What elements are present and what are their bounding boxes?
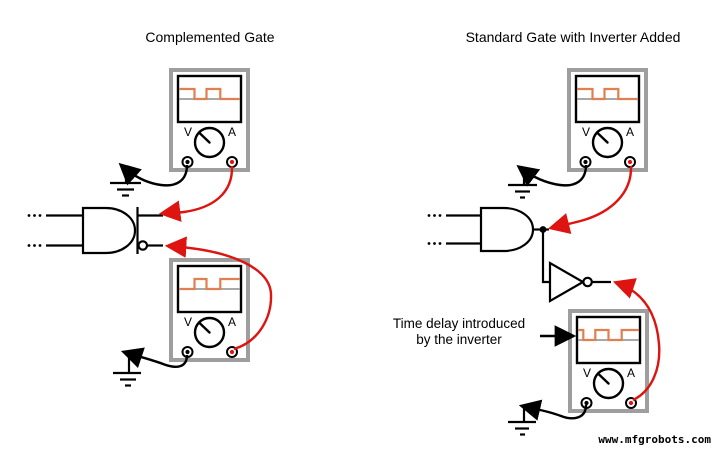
amp-label: A (626, 125, 634, 139)
ground-symbol-top-left (110, 167, 141, 197)
probe-wire-red-bottom-right (612, 278, 661, 402)
and-gate-body (81, 206, 137, 255)
inverter-feed-wire (541, 231, 550, 284)
multimeter-top-left: V A (169, 68, 250, 172)
voltage-jack-pin (583, 159, 588, 165)
time-delay-label-line2: by the inverter (416, 332, 502, 347)
probe-wire-black-bottom-right (518, 399, 588, 421)
input-wires (446, 214, 481, 245)
watermark: www.mfgrobots.com (598, 433, 711, 446)
probe-wire-black-bottom-left (120, 347, 189, 369)
probe-wire-red-top-right (547, 165, 633, 235)
multimeter-bottom-right: V A (568, 309, 649, 413)
junction-dot (539, 226, 547, 233)
current-jack-pin (229, 159, 235, 165)
ground-symbol-bottom-left (113, 357, 141, 387)
waveform-trace (179, 277, 240, 291)
current-jack-pin (628, 400, 634, 406)
time-delay-label-line1: Time delay introduced (393, 316, 525, 331)
amp-label: A (228, 125, 236, 139)
volt-label: V (184, 125, 192, 139)
inverter-gate (548, 261, 586, 303)
volt-label: V (582, 125, 590, 139)
ground-symbol-bottom-right (508, 407, 536, 436)
amp-label: A (627, 366, 635, 380)
standard-gate-with-inverter (427, 206, 611, 303)
voltage-jack-pin (185, 349, 190, 355)
waveform-trace (179, 87, 240, 101)
probe-wire-black-top-left (118, 162, 189, 187)
waveform-trace (578, 328, 639, 342)
current-jack-pin (229, 349, 235, 355)
amp-label: A (228, 315, 236, 329)
input-wires (46, 214, 83, 247)
waveform-trace (577, 87, 638, 101)
current-jack-pin (627, 159, 633, 165)
multimeter-bottom-left: V A (169, 258, 250, 362)
multimeter-top-right: V A (567, 68, 648, 172)
probe-wire-red-top-left (158, 165, 234, 222)
right-panel-title: Standard Gate with Inverter Added (466, 29, 681, 45)
dial-needle (595, 131, 609, 144)
dial-needle (197, 131, 211, 144)
input-continuation-dots (27, 214, 42, 247)
dial-needle (596, 372, 610, 385)
ground-symbol-top-right (508, 170, 537, 199)
input-continuation-dots (427, 214, 442, 245)
not-bubble-icon (582, 276, 593, 288)
voltage-jack-pin (584, 400, 589, 406)
probe-wire-red-bottom-left (164, 236, 273, 351)
dial-needle (197, 321, 211, 334)
and-gate-body (479, 206, 535, 253)
complemented-gate (27, 206, 163, 255)
volt-label: V (184, 315, 192, 329)
voltage-jack-pin (185, 159, 190, 165)
not-bubble-icon (137, 240, 149, 251)
volt-label: V (583, 366, 591, 380)
probe-wire-black-top-right (516, 164, 588, 187)
left-panel-title: Complemented Gate (145, 29, 274, 45)
